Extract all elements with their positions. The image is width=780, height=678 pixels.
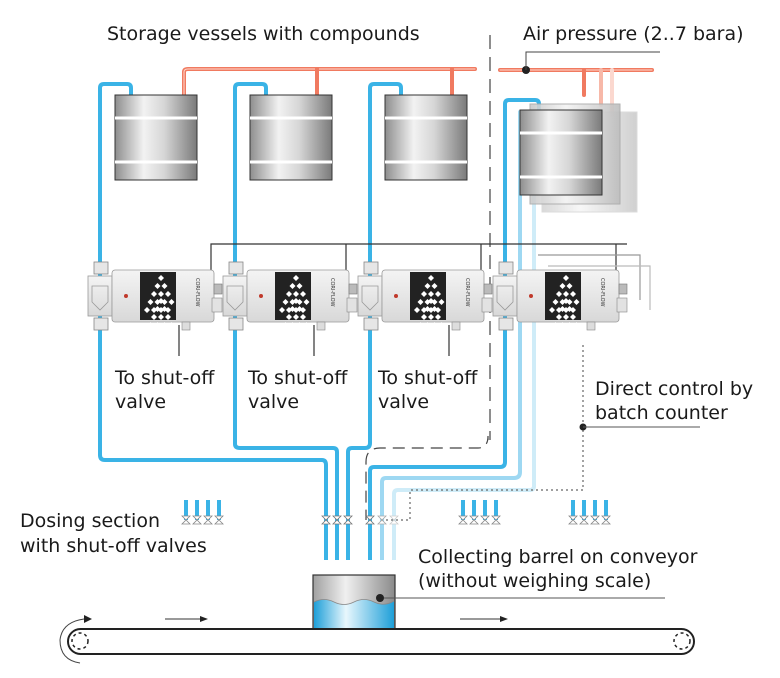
shutoff-valve-icon [214, 515, 224, 525]
shutoff-label-1a: To shut-off [114, 367, 215, 389]
coriolis-flow-controller: CORI-FLOW [492, 261, 628, 336]
coriolis-flow-controller: CORI-FLOW [87, 261, 223, 336]
shutoff-valve-icon [389, 515, 399, 525]
control-dashed-line [365, 435, 489, 520]
shutoff-valve-icon [480, 515, 490, 525]
dosing-group-legend [181, 500, 224, 525]
conveyor-roller-left [71, 632, 89, 650]
conveyor-belt [59, 615, 695, 664]
shutoff-valve-icon [377, 515, 387, 525]
dosing-section-label-1: Dosing section [20, 510, 160, 532]
storage-vessel [249, 94, 333, 181]
storage-vessel [384, 94, 468, 181]
direct-control-label-1: Direct control by [595, 378, 753, 400]
shutoff-valve-icon [203, 515, 213, 525]
storage-vessels-label: Storage vessels with compounds [107, 23, 420, 45]
liquid-level-sensor [376, 594, 384, 602]
storage-vessel [114, 94, 198, 181]
coriolis-flow-controller: CORI-FLOW [357, 261, 493, 336]
shutoff-valve-icon [469, 515, 479, 525]
shutoff-valve-icon [590, 515, 600, 525]
barrel-label-1: Collecting barrel on conveyor [418, 546, 698, 568]
collecting-barrel [312, 574, 665, 631]
controller-brand-text: CORI-FLOW [599, 278, 605, 307]
shutoff-valve-icon [192, 515, 202, 525]
storage-vessel [519, 109, 603, 196]
brand-logo-icon [394, 294, 398, 298]
shutoff-valve-icon [458, 515, 468, 525]
shutoff-valve-icon [181, 515, 191, 525]
shutoff-label-3b: valve [378, 391, 429, 413]
shutoff-valve-icon [579, 515, 589, 525]
dosing-group-idle-2 [568, 500, 611, 525]
shutoff-valve-icon [365, 515, 375, 525]
controller-brand-text: CORI-FLOW [329, 278, 335, 307]
controller-brand-text: CORI-FLOW [194, 278, 200, 307]
shutoff-valve-icon [491, 515, 501, 525]
air-pressure-label: Air pressure (2..7 bara) [523, 23, 744, 45]
shutoff-valve-icon [568, 515, 578, 525]
batch-counter-dotted-line [380, 345, 584, 521]
barrel-label-2: (without weighing scale) [418, 570, 651, 592]
shutoff-label-1b: valve [115, 391, 166, 413]
shutoff-valve-icon [332, 515, 342, 525]
coriolis-flow-controller: CORI-FLOW [222, 261, 358, 336]
controller-brand-text: CORI-FLOW [464, 278, 470, 307]
storage-vessels [114, 94, 603, 196]
conveyor-roller-right [673, 632, 691, 650]
shutoff-valve-icon [343, 515, 353, 525]
brand-logo-icon [124, 294, 128, 298]
dosing-group-idle-1 [458, 500, 501, 525]
brand-logo-icon [259, 294, 263, 298]
rotation-arrow-icon [59, 618, 85, 664]
shutoff-valve-icon [321, 515, 331, 525]
shutoff-label-2a: To shut-off [247, 367, 348, 389]
direct-control-label-2: batch counter [595, 402, 728, 424]
shutoff-label-3a: To shut-off [377, 367, 478, 389]
dosing-valves [181, 500, 611, 525]
shutoff-valve-icon [601, 515, 611, 525]
brand-logo-icon [529, 294, 533, 298]
air-pressure-leader [525, 51, 660, 70]
shutoff-label-2b: valve [248, 391, 299, 413]
dosing-section-label-2: with shut-off valves [20, 535, 207, 557]
flow-controllers: CORI-FLOW CORI-FLOW CORI-FLOW CORI-FLOW [87, 261, 628, 336]
